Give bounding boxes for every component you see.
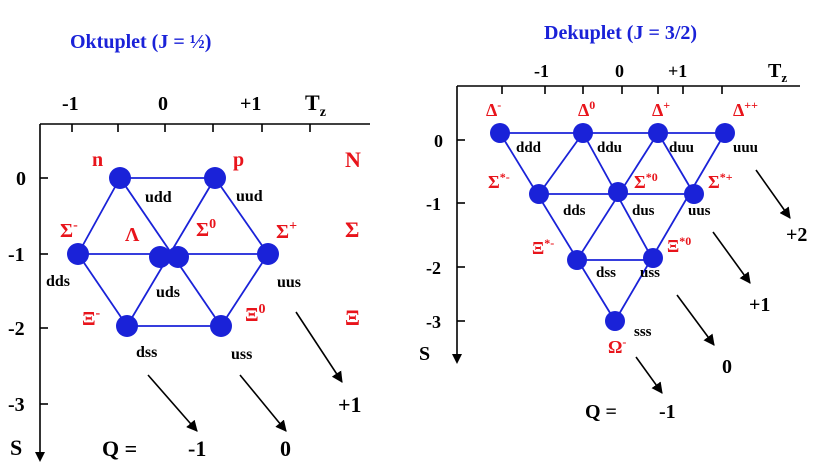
- octet-q-value: +1: [338, 392, 362, 417]
- decuplet-particle-label: Σ*-: [488, 170, 510, 192]
- decuplet-particle-label: Σ*+: [708, 170, 733, 192]
- decuplet-quark-label: uus: [688, 203, 711, 219]
- decuplet-q-value: 0: [722, 356, 732, 378]
- decuplet-q-value: -1: [659, 401, 676, 423]
- decuplet-quark-label: sss: [634, 324, 652, 340]
- octet-tz-label: Tz: [305, 90, 326, 120]
- decuplet-node-sigma-star-plus: [684, 184, 704, 204]
- decuplet-particle-label: Δ++: [733, 98, 758, 120]
- octet-s-tick: -2: [8, 318, 25, 340]
- decuplet-node-delta-plusplus: [715, 123, 735, 143]
- decuplet-node-sigma-star-zero: [608, 182, 628, 202]
- octet-charge-arrow-icon: [147, 374, 198, 432]
- octet-tz-tick: +1: [240, 93, 261, 115]
- octet-tz-tick: -1: [62, 93, 79, 115]
- decuplet-s-axis-arrow-icon: [452, 354, 462, 364]
- decuplet-tz-tick: 0: [615, 61, 624, 81]
- octet-title: Oktuplet (J = ½): [70, 31, 211, 53]
- decuplet-charge-arrow-icon: [635, 356, 663, 394]
- octet-node-xi-minus: [116, 315, 138, 337]
- decuplet-s-label: S: [419, 343, 430, 365]
- decuplet-quark-label: ddu: [597, 140, 622, 156]
- octet-particle-label: Σ+: [276, 219, 297, 243]
- octet-particle-label: Σ0: [196, 217, 216, 241]
- decuplet-quark-label: ddd: [516, 140, 542, 156]
- octet-node-lambda: [149, 246, 171, 268]
- octet-tz-tick: 0: [158, 93, 168, 115]
- octet-node-sigma-zero: [167, 246, 189, 268]
- octet-s-tick: 0: [16, 168, 26, 190]
- octet-diagram: Oktuplet (J = ½) -1 0 +1 Tz 0 -1 -2 -3 S: [8, 31, 370, 462]
- decuplet-particle-label: Δ-: [486, 98, 501, 120]
- decuplet-s-tick: -3: [426, 312, 441, 332]
- octet-row-label: Ξ: [345, 305, 360, 330]
- decuplet-tz-label: Tz: [768, 60, 787, 85]
- octet-row-label: N: [345, 147, 361, 172]
- decuplet-s-tick: -1: [426, 194, 441, 214]
- decuplet-node-delta-zero: [573, 123, 593, 143]
- octet-quark-label: uus: [277, 274, 301, 291]
- decuplet-quark-label: dus: [632, 203, 655, 219]
- octet-quark-label: uud: [236, 188, 263, 205]
- octet-charge-arrow-icon: [295, 311, 343, 383]
- octet-node-sigma-minus: [67, 243, 89, 265]
- decuplet-particle-label: Δ0: [578, 98, 595, 120]
- decuplet-node-delta-minus: [490, 123, 510, 143]
- octet-particle-label: Σ-: [60, 218, 78, 242]
- octet-s-tick: -3: [8, 394, 25, 416]
- octet-s-tick: -1: [8, 244, 25, 266]
- decuplet-particle-label: Ξ*-: [532, 236, 554, 258]
- decuplet-tz-tick: +1: [668, 61, 687, 81]
- decuplet-diagram: Dekuplet (J = 3/2) -1 0 +1 Tz 0 -1 -2 -3…: [419, 22, 807, 423]
- decuplet-q-value: +1: [749, 294, 770, 316]
- decuplet-node-xi-star-zero: [643, 248, 663, 268]
- octet-node-n: [109, 167, 131, 189]
- decuplet-particle-label: Σ*0: [634, 170, 658, 192]
- octet-quark-label: udd: [145, 189, 172, 206]
- decuplet-particle-label: Ω-: [608, 335, 626, 357]
- decuplet-quark-label: uuu: [733, 140, 758, 156]
- octet-node-xi-zero: [210, 315, 232, 337]
- decuplet-s-tick: -2: [426, 258, 441, 278]
- decuplet-node-delta-plus: [648, 123, 668, 143]
- decuplet-node-sigma-star-minus: [529, 184, 549, 204]
- decuplet-q-value: +2: [786, 224, 807, 246]
- octet-quark-label: dds: [46, 273, 70, 290]
- octet-q-prefix: Q =: [102, 436, 137, 461]
- octet-quark-label: uds: [156, 284, 180, 301]
- decuplet-quark-label: dds: [563, 203, 586, 219]
- octet-particle-label: n: [92, 149, 103, 171]
- decuplet-charge-arrow-icon: [755, 169, 791, 219]
- decuplet-node-omega-minus: [605, 311, 625, 331]
- octet-particle-label: Ξ-: [82, 306, 101, 330]
- decuplet-title: Dekuplet (J = 3/2): [544, 22, 697, 44]
- octet-q-value: 0: [280, 436, 291, 461]
- octet-particle-label: p: [233, 149, 244, 171]
- decuplet-node-xi-star-minus: [567, 250, 587, 270]
- decuplet-triangle: [499, 132, 726, 322]
- decuplet-charge-arrow-icon: [712, 231, 751, 284]
- decuplet-particle-label: Δ+: [652, 98, 670, 120]
- octet-quark-label: uss: [231, 346, 252, 363]
- octet-hexagon: [77, 177, 269, 327]
- octet-node-p: [204, 167, 226, 189]
- octet-quark-label: dss: [136, 344, 157, 361]
- octet-s-label: S: [10, 435, 22, 460]
- decuplet-quark-label: uss: [640, 265, 660, 281]
- decuplet-quark-label: dss: [596, 265, 616, 281]
- decuplet-quark-label: duu: [669, 140, 694, 156]
- decuplet-particle-label: Ξ*0: [667, 234, 691, 256]
- octet-charge-arrow-icon: [239, 374, 287, 432]
- octet-particle-label: Ξ0: [245, 302, 266, 326]
- octet-particle-label: Λ: [125, 224, 140, 246]
- octet-node-sigma-plus: [257, 243, 279, 265]
- decuplet-s-tick: 0: [434, 131, 443, 151]
- octet-s-axis-arrow-icon: [35, 452, 45, 462]
- decuplet-charge-arrow-icon: [676, 294, 715, 346]
- octet-q-value: -1: [188, 436, 206, 461]
- decuplet-q-prefix: Q =: [585, 401, 617, 423]
- octet-row-label: Σ: [345, 217, 359, 242]
- decuplet-tz-tick: -1: [534, 61, 549, 81]
